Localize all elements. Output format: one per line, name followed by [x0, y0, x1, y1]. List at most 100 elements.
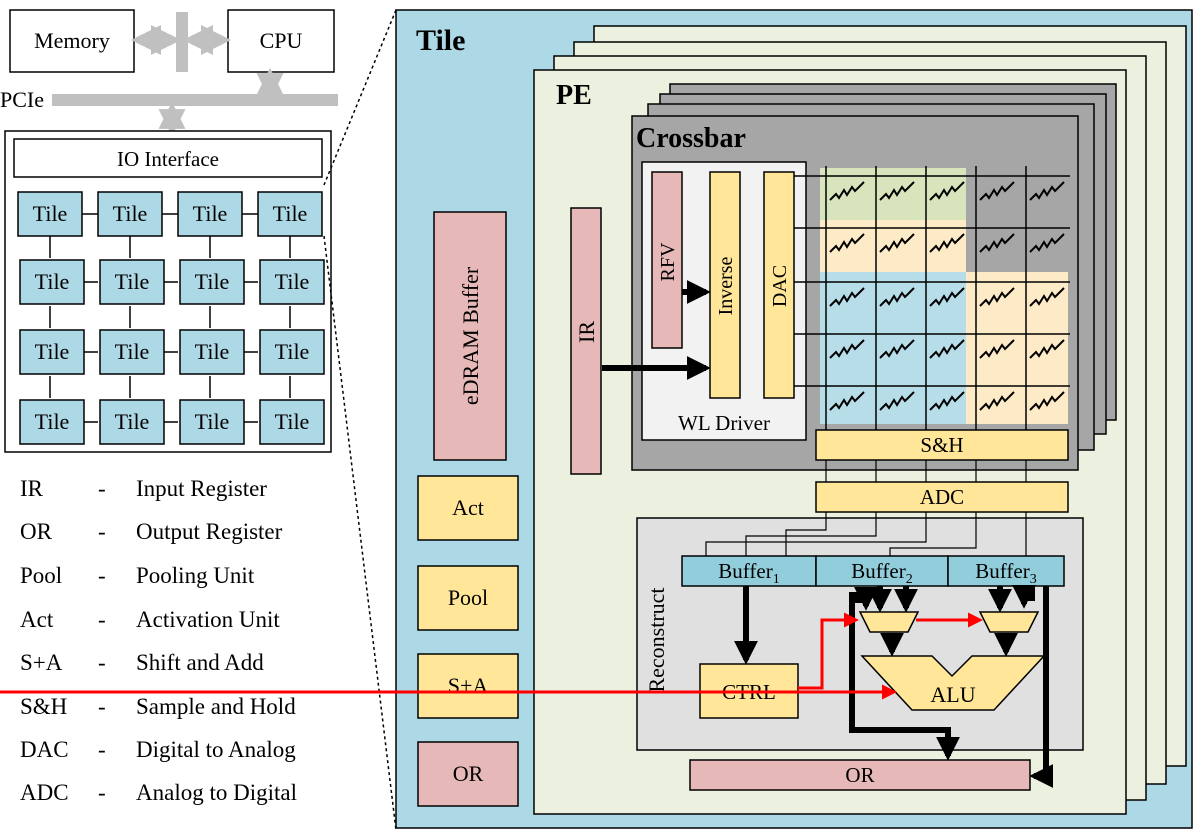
act-unit — [417, 475, 519, 541]
memristor-cell — [979, 181, 1015, 201]
legend-dash: - — [98, 476, 106, 501]
tile-box — [179, 329, 245, 375]
legend-description: Shift and Add — [136, 650, 264, 675]
memristor-cell — [979, 233, 1015, 253]
adc-label: ADC — [920, 485, 964, 509]
memristor-cell — [829, 391, 865, 411]
dac-box — [763, 171, 795, 399]
legend-abbreviation: IR — [20, 476, 43, 501]
legend-description: Sample and Hold — [136, 694, 296, 719]
act-label: Act — [452, 495, 484, 520]
memristor-cell — [829, 287, 865, 307]
tile-title: Tile — [416, 24, 465, 57]
crossbar-title: Crossbar — [636, 123, 746, 154]
pe-or-label: OR — [845, 763, 874, 787]
tile-box-label: Tile — [275, 339, 310, 364]
edram-buffer-label: eDRAM Buffer — [458, 266, 483, 405]
tile-box — [97, 191, 163, 237]
legend-dash: - — [98, 780, 106, 805]
tile-box — [259, 259, 325, 305]
tile-box — [99, 399, 165, 445]
legend-description: Analog to Digital — [136, 780, 297, 805]
mux-left — [858, 611, 920, 633]
pool-label: Pool — [448, 585, 488, 610]
memristor-cell — [929, 287, 965, 307]
zoom-line-bottom — [323, 235, 397, 831]
tile-box-label: Tile — [275, 409, 310, 434]
tile-box-label: Tile — [115, 409, 150, 434]
legend-dash: - — [98, 650, 106, 675]
pcie-bus — [52, 94, 338, 106]
memristor-cell — [879, 287, 915, 307]
adc-to-buffer-lines — [705, 512, 1027, 556]
tile-box — [19, 329, 85, 375]
memristor-cell — [829, 181, 865, 201]
memristor-cell — [979, 287, 1015, 307]
legend-description: Digital to Analog — [136, 737, 296, 762]
edram-buffer-box — [433, 211, 507, 461]
io-interface-label: IO Interface — [117, 147, 219, 171]
alu-shape-clean — [860, 655, 1046, 711]
reconstruct-data-paths — [734, 584, 1054, 788]
memristor-cell — [929, 233, 965, 253]
memristor-cell — [1029, 287, 1065, 307]
legend-dash: - — [98, 563, 106, 588]
rfv-label: RFV — [657, 242, 679, 281]
legend-dash: - — [98, 519, 106, 544]
legend-abbreviation: S+A — [20, 650, 63, 675]
crossbar-array — [794, 166, 1070, 430]
tile-box-label: Tile — [115, 339, 150, 364]
tile-box — [257, 191, 323, 237]
zoom-line-top — [323, 9, 397, 186]
tile-box — [19, 399, 85, 445]
memristor-cell — [929, 339, 965, 359]
sa-unit — [417, 653, 519, 719]
tile-box-label: Tile — [273, 201, 308, 226]
ir-label: IR — [574, 321, 599, 343]
memristor-cell — [1029, 181, 1065, 201]
tile-box — [177, 191, 243, 237]
legend-abbreviation: S&H — [20, 694, 68, 719]
tile-box-label: Tile — [193, 201, 228, 226]
pe-title: PE — [556, 80, 592, 111]
buffer-3 — [947, 555, 1065, 587]
memory-label: Memory — [34, 28, 110, 53]
memristor-cell — [929, 181, 965, 201]
memristor-cell — [1029, 233, 1065, 253]
tile-box-label: Tile — [113, 201, 148, 226]
memristor-cell — [829, 339, 865, 359]
memristor-cell — [929, 391, 965, 411]
inverse-label: Inverse — [715, 256, 737, 315]
legend-dash: - — [98, 694, 106, 719]
cpu-box — [227, 9, 335, 73]
inverse-box — [709, 171, 741, 399]
tile-box — [179, 399, 245, 445]
tile-box-label: Tile — [195, 339, 230, 364]
tile-box-label: Tile — [35, 339, 70, 364]
tile-box — [17, 191, 83, 237]
memristor-cell — [979, 391, 1015, 411]
buffer-2 — [815, 555, 949, 587]
legend-abbreviation: Pool — [20, 563, 63, 588]
ir-register — [570, 207, 602, 475]
reconstruct-label: Reconstruct — [644, 587, 669, 692]
sh-block — [815, 429, 1069, 461]
memristor-cell — [979, 339, 1015, 359]
legend-description: Pooling Unit — [136, 563, 255, 588]
tile-box — [99, 259, 165, 305]
sh-label: S&H — [920, 433, 963, 457]
memristor-cell — [879, 233, 915, 253]
legend-description: Activation Unit — [136, 607, 280, 632]
alu-label: ALU — [930, 682, 975, 707]
memristor-cell — [829, 233, 865, 253]
legend-description: Input Register — [136, 476, 267, 501]
buffer-3-label: Buffer3 — [975, 559, 1036, 587]
pcie-label: PCIe — [0, 87, 44, 112]
rfv-box — [651, 171, 683, 349]
tile-box — [19, 259, 85, 305]
tile-box-label: Tile — [115, 269, 150, 294]
